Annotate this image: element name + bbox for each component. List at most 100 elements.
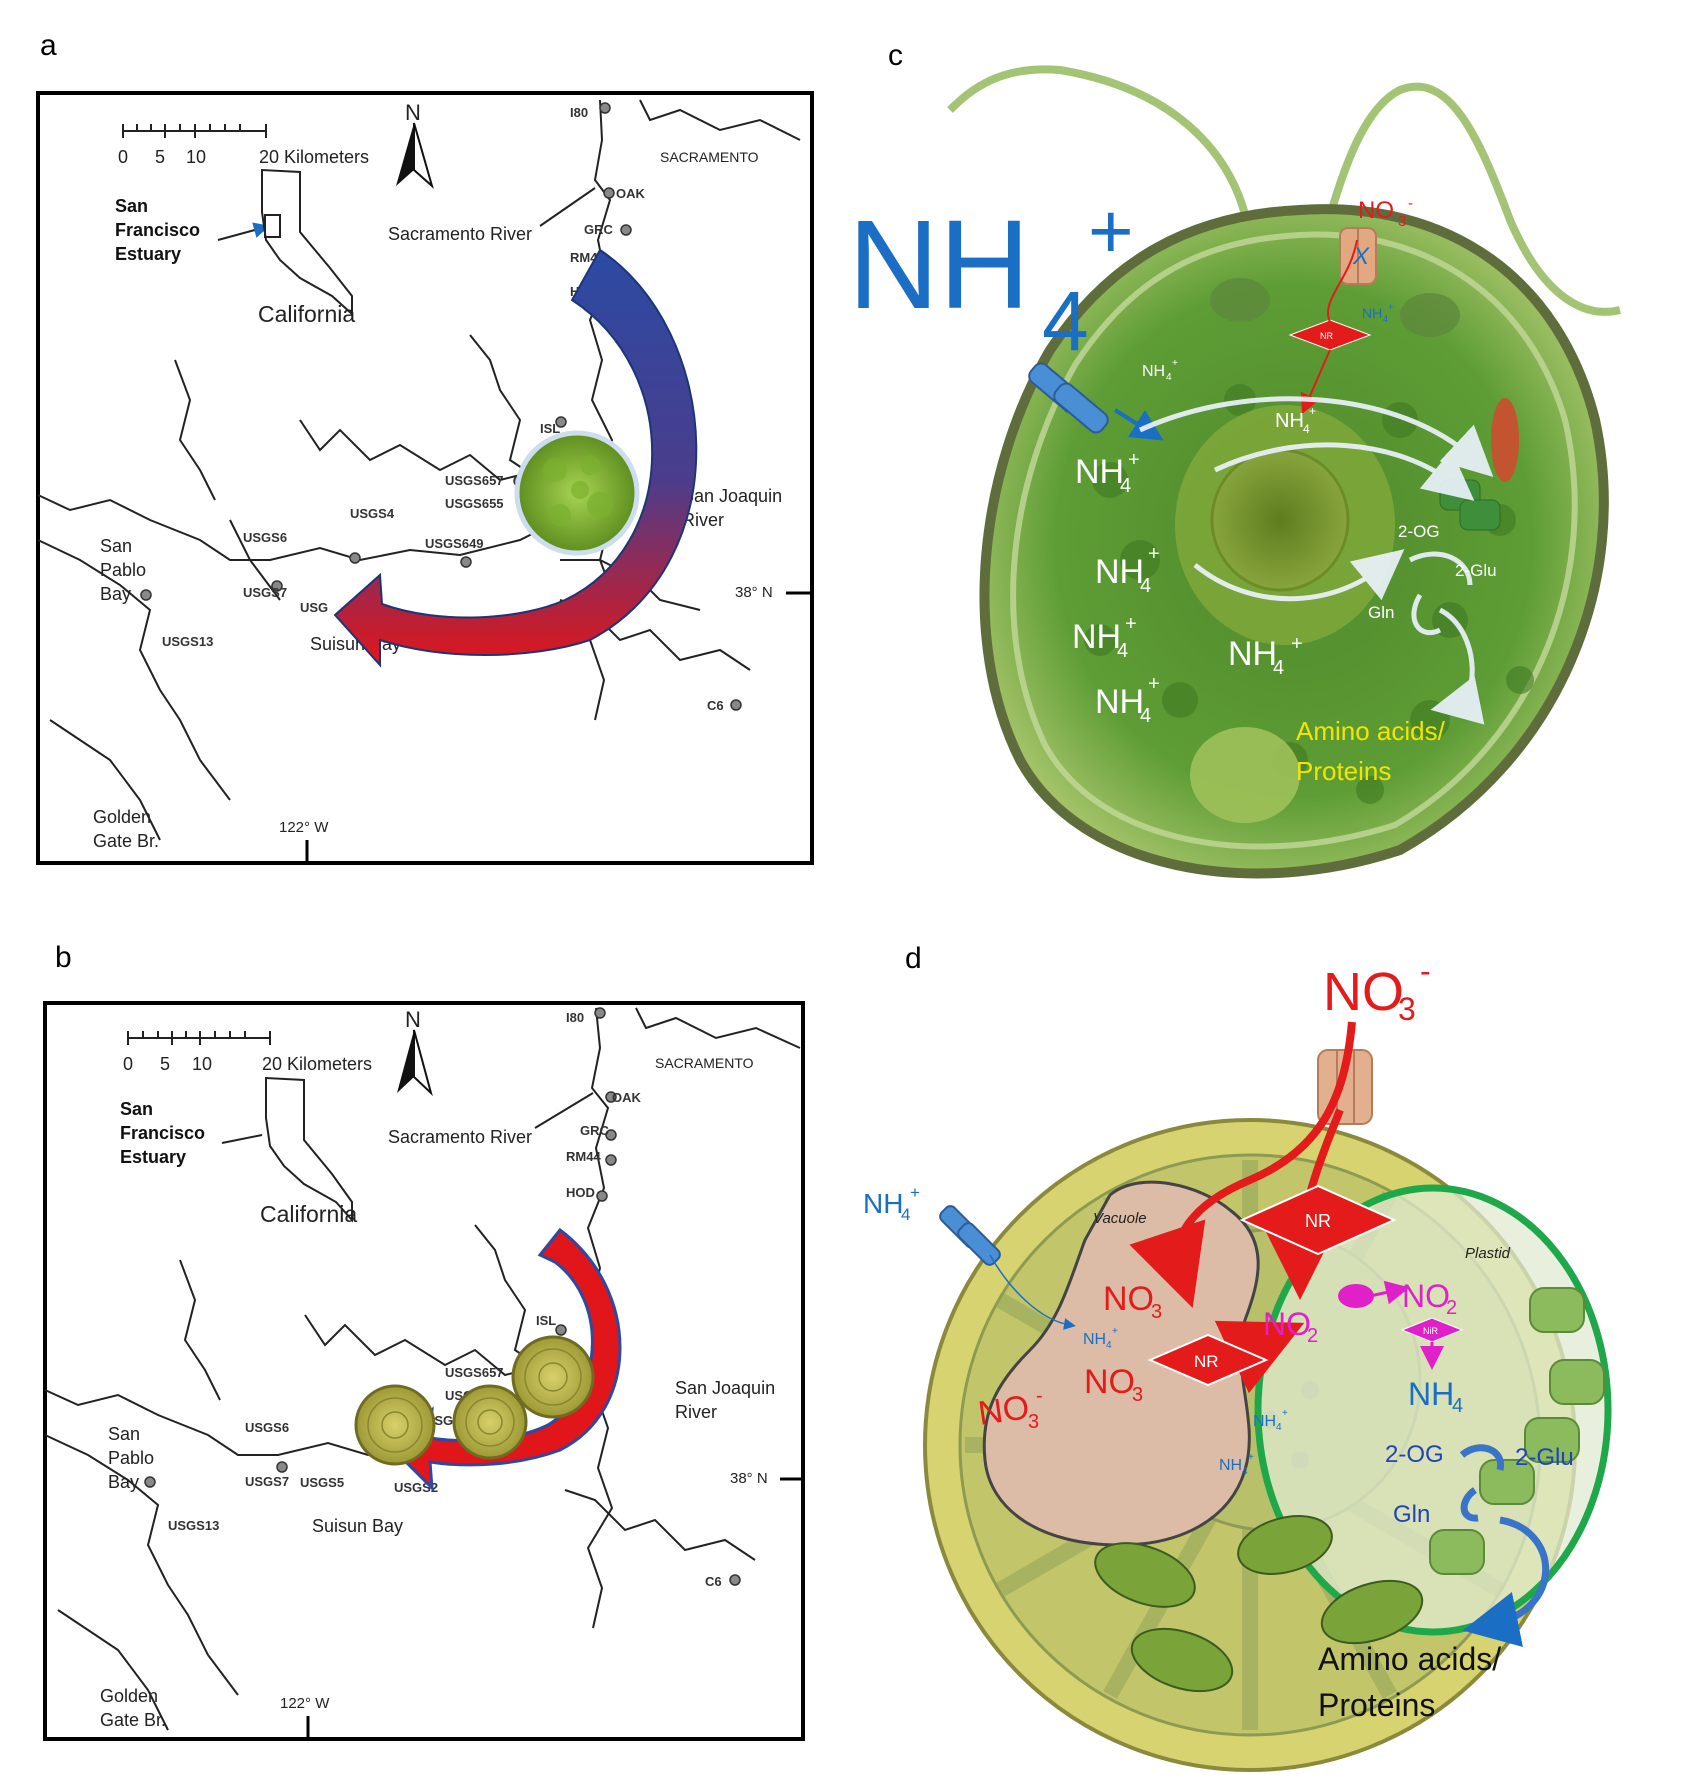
california-label: California — [258, 301, 355, 327]
no3-c-sub: 3 — [1398, 213, 1406, 230]
svg-text:4: 4 — [1242, 1466, 1248, 1477]
no3-d-big-sub: 3 — [1398, 991, 1416, 1027]
station-usgs13-b: USGS13 — [168, 1518, 219, 1533]
no3-d-vac-label-1: NO — [1103, 1280, 1154, 1318]
thylakoid-d-icon — [1429, 1287, 1605, 1575]
svg-text:+: + — [1248, 1452, 1254, 1463]
north-arrow-icon: N — [396, 100, 434, 190]
nr-enzyme-d-large-icon: NR — [1239, 1184, 1397, 1256]
panel-letter-a: a — [40, 29, 57, 62]
svg-text:4: 4 — [1166, 372, 1172, 383]
big-nh4-sub: 4 — [1042, 274, 1089, 368]
no3-d-vac-label-3: NO — [976, 1388, 1032, 1433]
nitrite-transporter-icon — [1338, 1284, 1374, 1308]
estuary-label-3: Estuary — [115, 244, 181, 264]
station-usg-a: USG — [300, 600, 328, 615]
svg-text:NH: NH — [1072, 618, 1121, 656]
san-pablo-label-2: Pablo — [100, 560, 146, 580]
sacramento-river-label-b: Sacramento River — [388, 1127, 532, 1147]
scale-bar-b — [127, 1031, 271, 1045]
nr-enzyme-c-icon: NR — [1288, 319, 1372, 351]
san-joaquin-label-1: San Joaquin — [682, 486, 782, 506]
svg-text:+: + — [1148, 543, 1160, 565]
nr-d-label-2: NR — [1194, 1352, 1219, 1371]
svg-text:4: 4 — [1383, 314, 1388, 324]
nh4-d-small-3: NH 4 + — [1219, 1452, 1254, 1477]
flow-arrow-a-icon — [333, 248, 698, 668]
nh4-d-small-1: NH 4 + — [1083, 1326, 1118, 1351]
svg-text:+: + — [1128, 449, 1140, 471]
svg-text:+: + — [1112, 1326, 1118, 1337]
estuary-label-1: San — [115, 196, 148, 216]
station-grc-b: GRC — [580, 1123, 610, 1138]
panel-letter-d: d — [905, 942, 922, 975]
no3-c-sup: - — [1408, 195, 1413, 212]
nh4-white-1: NH 4 + — [1075, 449, 1140, 497]
svg-text:+: + — [1148, 673, 1160, 695]
no3-d-vac-sub-2: 3 — [1132, 1384, 1143, 1406]
amino-d-label: Amino acids/ — [1318, 1641, 1501, 1677]
scale-10: 10 — [186, 147, 206, 167]
nitrate-transporter-c-icon — [1339, 227, 1377, 285]
estuary-label-b-3: Estuary — [120, 1147, 186, 1167]
nh4-plastid-sub: 4 — [1452, 1395, 1463, 1417]
station-isl-a: ISL — [540, 421, 560, 436]
diatom-2-icon — [452, 1384, 528, 1460]
svg-text:NH: NH — [1095, 553, 1144, 591]
station-usgs6-a: USGS6 — [243, 530, 287, 545]
two-og-c-label: 2-OG — [1398, 522, 1440, 541]
svg-text:NH: NH — [1095, 683, 1144, 721]
panel-letter-c: c — [888, 39, 903, 72]
svg-text:4: 4 — [1117, 640, 1128, 662]
station-dots-b — [144, 1007, 741, 1586]
svg-text:+: + — [1388, 302, 1393, 312]
svg-text:NH: NH — [1275, 410, 1304, 432]
station-usgs6-b: USGS6 — [245, 1420, 289, 1435]
svg-text:4: 4 — [1273, 657, 1284, 679]
map-panel-b: 0 5 10 20 Kilometers N San Francisco Est… — [43, 1001, 805, 1741]
station-usgs655-a: USGS655 — [445, 496, 504, 511]
sacramento-river-label: Sacramento River — [388, 224, 532, 244]
svg-text:+: + — [1291, 633, 1303, 655]
nh4-d-outside-sub: 4 — [901, 1205, 910, 1224]
san-pablo-label-1: San — [100, 536, 132, 556]
nh4-white-2: NH 4 + — [1095, 543, 1160, 597]
gln-c-label: Gln — [1368, 603, 1394, 622]
svg-text:4: 4 — [1140, 575, 1151, 597]
map-a-frame — [36, 91, 814, 865]
station-usgs657-a: USGS657 — [445, 473, 504, 488]
north-arrow-b-icon: N — [397, 1007, 433, 1097]
no3-c-label: NO — [1358, 197, 1394, 224]
proteins-d-label: Proteins — [1318, 1687, 1435, 1723]
no3-d-big-label: NO — [1323, 962, 1404, 1022]
two-glu-d-label: 2-Glu — [1515, 1444, 1574, 1471]
scale-bar — [122, 124, 267, 138]
lon-label-b: 122° W — [280, 1695, 330, 1712]
svg-text:4: 4 — [1303, 422, 1310, 436]
svg-text:+: + — [1309, 404, 1316, 418]
estuary-label-b-2: Francisco — [120, 1123, 205, 1143]
california-outline-b — [265, 1076, 353, 1223]
scale-5: 5 — [155, 147, 165, 167]
scale-20: 20 Kilometers — [259, 147, 369, 167]
nh4-white-3: NH 4 + — [1072, 613, 1137, 662]
map-panel-a: 0 5 10 20 Kilometers N San Francisco Est… — [36, 91, 814, 865]
nh4-small-near-nr: NH 4 + — [1362, 302, 1393, 324]
station-oak-a: OAK — [616, 186, 646, 201]
blocked-x-icon: X — [1352, 243, 1370, 270]
nh4-d-outside-label: NH — [863, 1188, 903, 1219]
nucleus-c — [1210, 448, 1350, 592]
no2-d-label-1: NO — [1263, 1306, 1311, 1342]
svg-text:NH: NH — [1228, 635, 1277, 673]
estuary-label-b-1: San — [120, 1099, 153, 1119]
scale-10-b: 10 — [192, 1054, 212, 1074]
proteins-c-label: Proteins — [1296, 756, 1391, 786]
station-c6-b: C6 — [705, 1574, 722, 1589]
san-pablo-label-b-2: Pablo — [108, 1448, 154, 1468]
no3-d-vac-sup-3: - — [1036, 1385, 1043, 1407]
station-usgs5-b: USGS5 — [300, 1475, 344, 1490]
svg-text:NH: NH — [1075, 453, 1124, 491]
north-label: N — [405, 100, 421, 125]
station-usgs649-a: USGS649 — [425, 536, 484, 551]
svg-text:4: 4 — [1120, 475, 1131, 497]
